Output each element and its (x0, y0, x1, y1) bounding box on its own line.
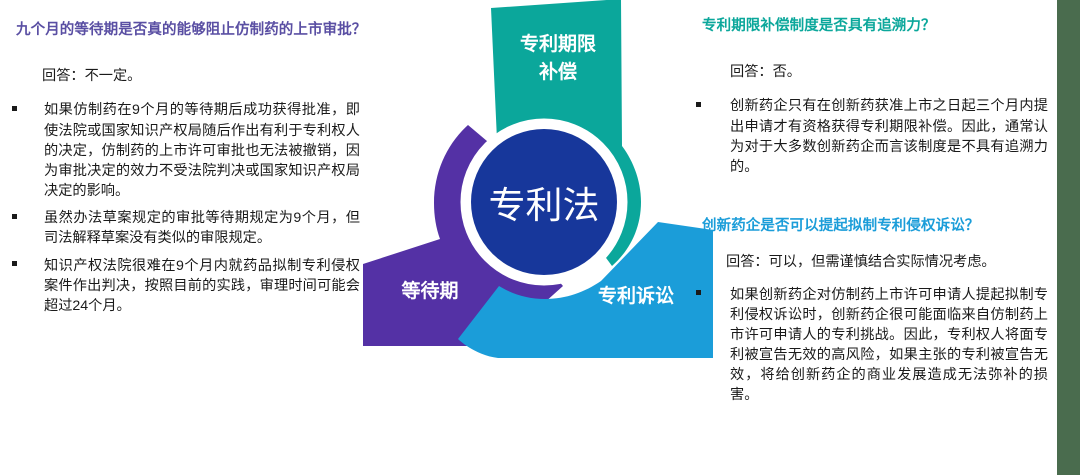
hub-label: 专利法 (489, 185, 600, 226)
pinwheel-diagram: 专利法 专利期限 补偿 等待期 专利诉讼 (358, 0, 718, 414)
list-item: 如果仿制药在9个月的等待期后成功获得批准，即使法院或国家知识产权局随后作出有利于… (12, 100, 360, 201)
bullet-square-icon (12, 261, 17, 267)
bullet-square-icon (696, 102, 701, 108)
left-answer-text: 回答：不一定。 (42, 67, 142, 84)
list-item-text: 如果仿制药在9个月的等待期后成功获得批准，即使法院或国家知识产权局随后作出有利于… (44, 102, 360, 200)
right-bullet-list-a: 创新药企只有在创新药获准上市之日起三个月内提出申请才有资格获得专利期限补偿。因此… (696, 96, 1048, 177)
hub-circle (471, 129, 617, 275)
left-question-heading: 九个月的等待期是否真的能够阻止仿制药的上市审批？ (16, 22, 367, 38)
petal-right-blue-shape (458, 222, 713, 358)
list-item: 创新药企只有在创新药获准上市之日起三个月内提出申请才有资格获得专利期限补偿。因此… (696, 96, 1048, 177)
petal-top-teal-label-line2: 补偿 (539, 60, 577, 83)
right-question-heading-b: 创新药企是否可以提起拟制专利侵权诉讼？ (702, 218, 980, 235)
bullet-square-icon (12, 106, 17, 112)
right-bullet-list-b: 如果创新药企对仿制药上市许可申请人提起拟制专利侵权诉讼时，创新药企很可能面临来自… (696, 285, 1048, 406)
petal-left-purple-shape (363, 125, 563, 346)
list-item: 如果创新药企对仿制药上市许可申请人提起拟制专利侵权诉讼时，创新药企很可能面临来自… (696, 285, 1048, 406)
list-item-text: 知识产权法院很难在9个月内就药品拟制专利侵权案件作出判决，按照目前的实践，审理时… (44, 257, 360, 314)
right-content-column: 专利期限补偿制度是否具有追溯力？ 回答：否。 创新药企只有在创新药获准上市之日起… (688, 0, 1048, 412)
left-content-column: 九个月的等待期是否真的能够阻止仿制药的上市审批？ 回答：不一定。 如果仿制药在9… (0, 0, 420, 323)
list-item-text: 如果创新药企对仿制药上市许可申请人提起拟制专利侵权诉讼时，创新药企很可能面临来自… (730, 286, 1048, 404)
hub-ring (460, 118, 628, 286)
left-bullet-list: 如果仿制药在9个月的等待期后成功获得批准，即使法院或国家知识产权局随后作出有利于… (12, 100, 360, 316)
list-item-text: 虽然办法草案规定的审批等待期规定为9个月，但司法解释草案没有类似的审限规定。 (44, 210, 360, 247)
right-edge-accent-bar (1057, 0, 1080, 475)
right-answer-text-a: 回答：否。 (730, 63, 801, 80)
list-item: 虽然办法草案规定的审批等待期规定为9个月，但司法解释草案没有类似的审限规定。 (12, 208, 360, 248)
petal-right-blue-label: 专利诉讼 (598, 284, 674, 307)
bullet-square-icon (696, 290, 701, 296)
list-item: 知识产权法院很难在9个月内就药品拟制专利侵权案件作出判决，按照目前的实践，审理时… (12, 256, 360, 316)
right-answer-text-b: 回答：可以，但需谨慎结合实际情况考虑。 (726, 253, 996, 270)
bullet-square-icon (12, 214, 17, 220)
right-block-patent-term-compensation: 专利期限补偿制度是否具有追溯力？ 回答：否。 创新药企只有在创新药获准上市之日起… (688, 17, 1048, 177)
list-item-text: 创新药企只有在创新药获准上市之日起三个月内提出申请才有资格获得专利期限补偿。因此… (730, 98, 1048, 175)
right-block-patent-litigation: 创新药企是否可以提起拟制专利侵权诉讼？ 回答：可以，但需谨慎结合实际情况考虑。 … (688, 217, 1048, 405)
petal-top-teal-label-line1: 专利期限 (520, 32, 596, 55)
right-question-heading-a: 专利期限补偿制度是否具有追溯力？ (702, 18, 936, 34)
petal-left-purple-label: 等待期 (400, 279, 458, 302)
